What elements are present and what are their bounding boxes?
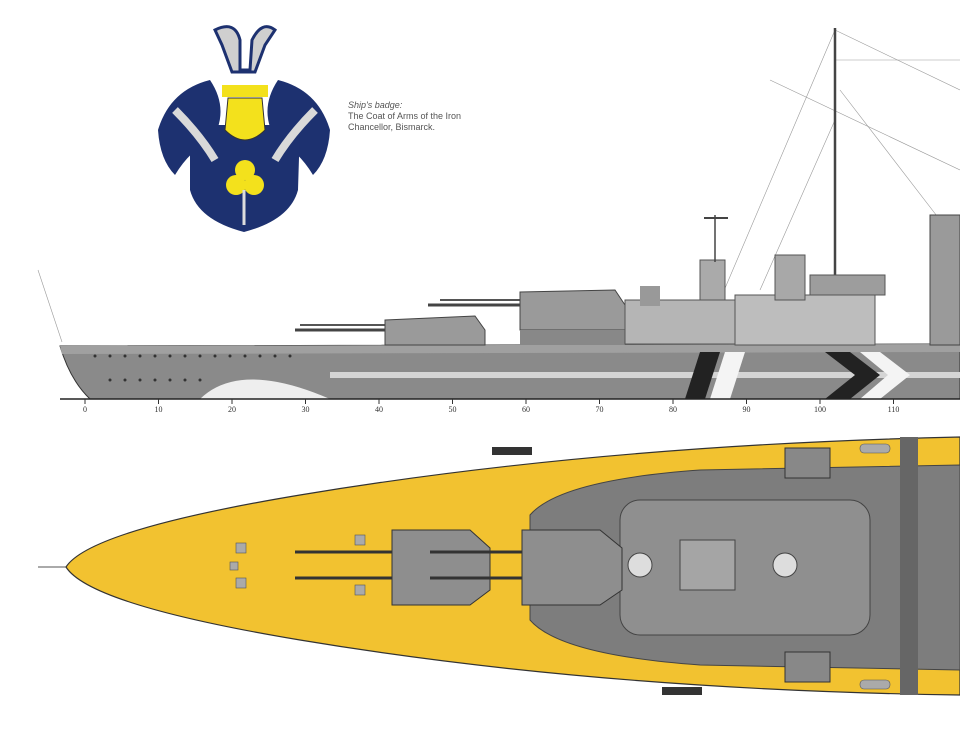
plan-view — [38, 436, 960, 696]
scale-label: 110 — [888, 405, 900, 414]
scale-label: 60 — [522, 405, 530, 414]
superstructure — [624, 214, 960, 346]
scale-label: 0 — [83, 405, 87, 414]
rigging — [37, 29, 960, 343]
scale-label: 20 — [228, 405, 236, 414]
scale-label: 40 — [375, 405, 383, 414]
badge-caption-line1: The Coat of Arms of the Iron — [348, 111, 462, 121]
scale-label: 100 — [814, 405, 826, 414]
badge-caption-line2: Chancellor, Bismarck. — [348, 122, 436, 132]
coat-of-arms-badge — [158, 25, 330, 232]
scale-label: 10 — [155, 405, 163, 414]
turret-anton — [295, 315, 486, 346]
turret-anton-plan — [295, 529, 491, 606]
turret-bruno-plan — [430, 529, 623, 606]
scale-label: 80 — [669, 405, 677, 414]
scale-label: 70 — [596, 405, 604, 414]
turret-bruno — [428, 289, 626, 345]
badge-caption: Ship's badge: The Coat of Arms of the Ir… — [348, 100, 461, 133]
length-scale: 0 10 20 30 40 50 60 70 80 90 100 110 — [83, 399, 899, 414]
scale-label: 90 — [743, 405, 751, 414]
scale-label: 50 — [449, 405, 457, 414]
scale-label: 30 — [302, 405, 310, 414]
side-profile — [37, 28, 960, 400]
badge-caption-title: Ship's badge: — [348, 100, 403, 110]
